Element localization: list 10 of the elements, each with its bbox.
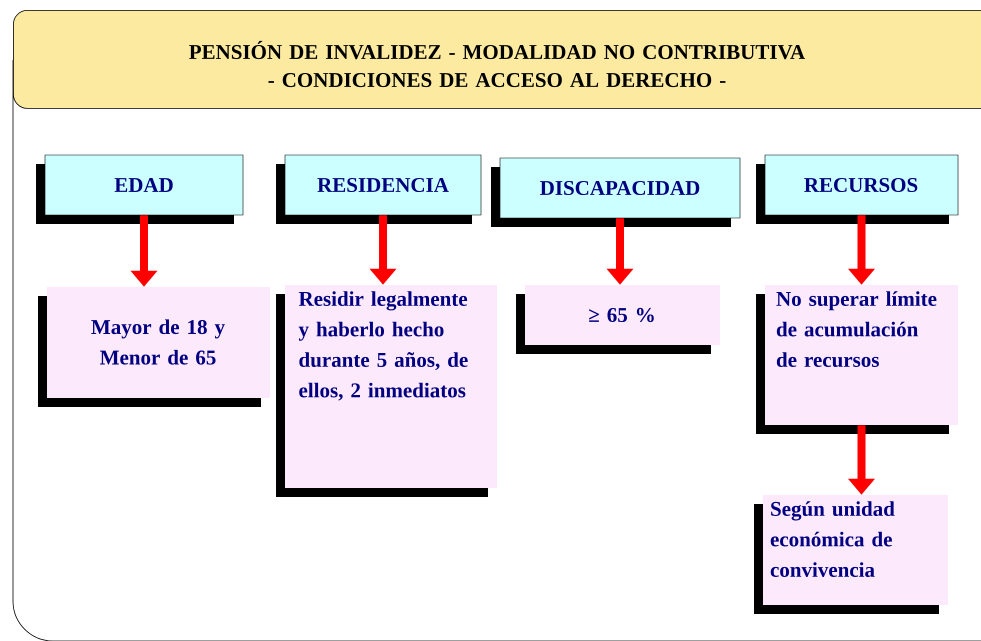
title-band: PENSIÓN DE INVALIDEZ - MODALIDAD NO CONTRIBUTIVA - CONDICIONES DE ACCESO AL DERECHO - xyxy=(13,10,981,109)
category-box: RESIDENCIA xyxy=(276,154,482,224)
condition-box: ≥ 65 % xyxy=(516,285,720,354)
condition-box: Residir legalmente y haberlo hecho durante 5 años, de ellos, 2 inmediatos xyxy=(276,285,497,497)
category-box: RECURSOS xyxy=(756,154,958,224)
condition-box: Mayor de 18 y Menor de 65 xyxy=(38,287,270,407)
category-box: EDAD xyxy=(36,154,244,224)
condition-box: No superar límite de acumulación de recursos xyxy=(756,285,958,434)
condition-box: Según unidad económica de convivencia xyxy=(754,495,948,614)
category-box: DISCAPACIDAD xyxy=(491,158,740,227)
